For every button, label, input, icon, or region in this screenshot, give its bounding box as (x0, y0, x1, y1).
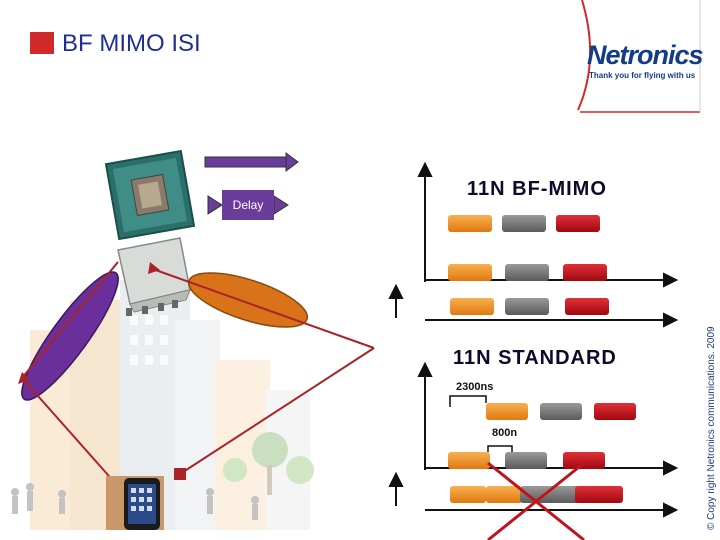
delay-brackets (449, 395, 513, 452)
packet-gray (505, 264, 549, 281)
delay-label: Delay (232, 198, 264, 212)
bf-mimo-title: 11N BF-MIMO (467, 178, 607, 200)
packet-orange (448, 215, 492, 232)
slide-title: BF MIMO ISI (62, 30, 201, 57)
signal-arrows (204, 152, 299, 215)
packet-gray (505, 452, 547, 469)
title-bullet-square (30, 32, 54, 54)
standard-packets (448, 403, 636, 503)
packet-red (563, 452, 605, 469)
packet-gray (505, 298, 549, 315)
delay-800-label: 800n (492, 427, 518, 439)
packet-orange (448, 264, 492, 281)
logo-swoosh-graphic (577, 0, 701, 113)
standard-title: 11N STANDARD (453, 347, 617, 369)
packet-red (563, 264, 607, 281)
packet-orange (486, 486, 522, 503)
packet-orange (486, 403, 528, 420)
packet-orange (450, 298, 494, 315)
interference-cross-icon (487, 461, 585, 540)
smartphone-icon (106, 476, 164, 530)
packet-red (565, 298, 609, 315)
delay-block: Delay (222, 190, 274, 220)
logo-tagline: Thank you for flying with us (589, 71, 696, 80)
packet-gray (540, 403, 582, 420)
packet-orange (448, 452, 490, 469)
packet-gray (502, 215, 546, 232)
packet-red (556, 215, 600, 232)
purple-beam-lobe (21, 271, 119, 401)
delay-2300-label: 2300ns (456, 381, 494, 393)
netronics-logo: Netronics (587, 40, 704, 70)
processor-chip-icon (104, 149, 196, 241)
packet-red (594, 403, 636, 420)
bf-mimo-packets (448, 215, 609, 315)
packet-red (593, 486, 623, 503)
packet-orange (450, 486, 486, 503)
